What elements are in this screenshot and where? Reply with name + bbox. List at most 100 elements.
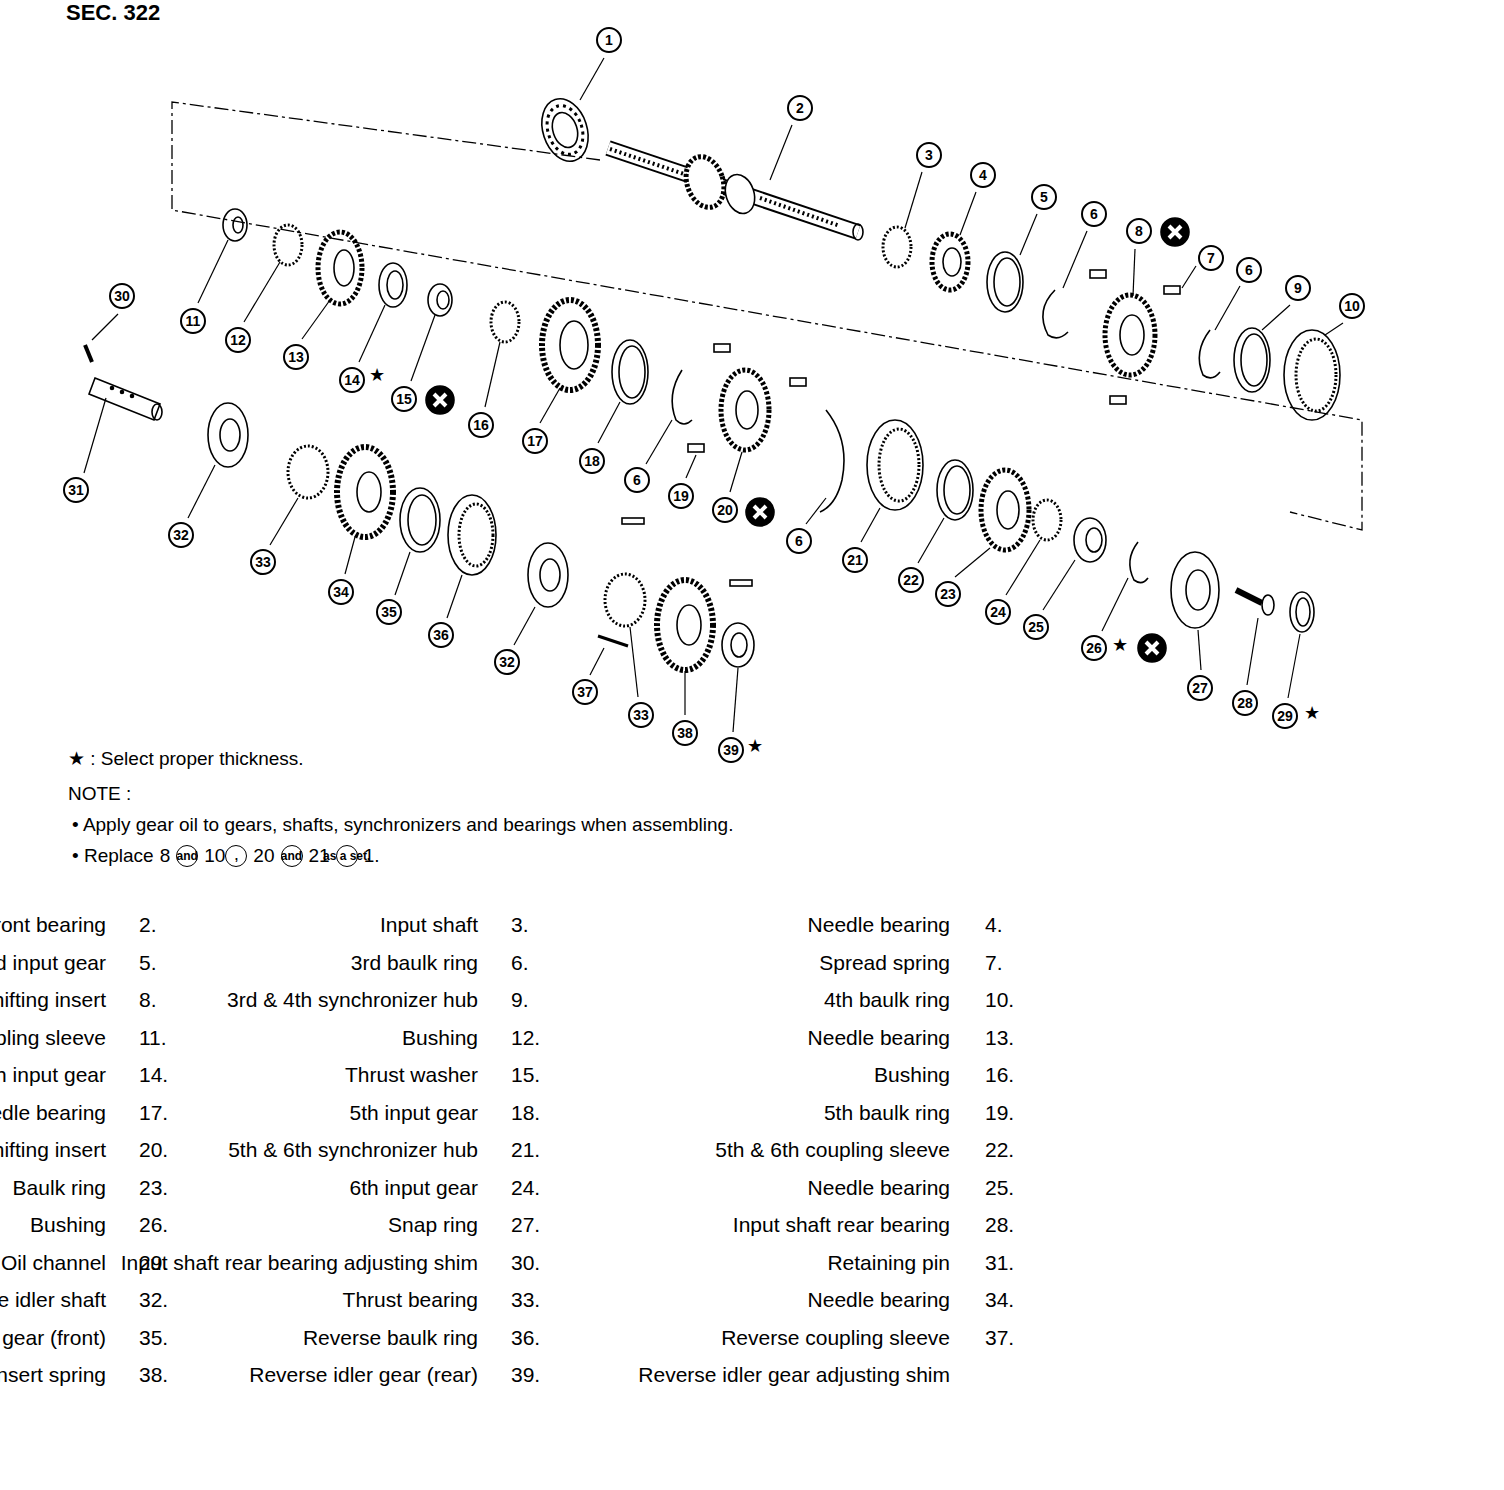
part-name: 34.	[985, 1288, 1014, 1312]
callout-number: 18	[579, 448, 605, 474]
part-name: 24.	[511, 1176, 540, 1200]
callout-number: 24	[985, 599, 1011, 625]
callout-number: 7	[1198, 245, 1224, 271]
callout-number: 36	[428, 622, 454, 648]
part-name: 35.	[139, 1326, 168, 1350]
callout-number: 5	[1031, 184, 1057, 210]
callout-number: 6	[1081, 201, 1107, 227]
callout-number: 34	[328, 579, 354, 605]
part-name: 31.	[985, 1251, 1014, 1275]
circled-number: as a set.	[336, 845, 358, 867]
callout-number: 39	[718, 737, 744, 763]
part-number: Bushing	[402, 1026, 478, 1050]
part-number: Reverse idler shaft	[0, 1288, 106, 1312]
part-name: 20.	[139, 1138, 168, 1162]
callout-number: 32	[168, 522, 194, 548]
part-name: 3.	[511, 913, 529, 937]
part-number: Needle bearing	[808, 1026, 950, 1050]
callout-number: 21	[842, 547, 868, 573]
part-name: 16.	[985, 1063, 1014, 1087]
parts-row-2	[223, 209, 1314, 632]
callout-number: 31	[63, 477, 89, 503]
part-name: 2.	[139, 913, 157, 937]
part-number: 3rd & 4th synchronizer hub	[227, 988, 478, 1012]
part-name: 22.	[985, 1138, 1014, 1162]
callout-number: 32	[494, 649, 520, 675]
part-number: Snap ring	[388, 1213, 478, 1237]
part-name: 38.	[139, 1363, 168, 1387]
note-row: • Replace8and10,20and21as a set.1.	[72, 845, 380, 867]
section-title: SEC. 322	[66, 0, 160, 25]
callout-number: 12	[225, 327, 251, 353]
part-number: Input shaft rear bearing	[733, 1213, 950, 1237]
callout-number: 19	[668, 483, 694, 509]
replace-marks	[426, 218, 1189, 662]
part-number: Reverse idler gear (rear)	[249, 1363, 478, 1387]
part-name: 25.	[985, 1176, 1014, 1200]
callout-number: 10	[1339, 293, 1365, 319]
callout-number: 9	[1285, 275, 1311, 301]
callout-number: 33	[628, 702, 654, 728]
part-number: Input shaft front bearing	[0, 913, 106, 937]
part-name: 18.	[511, 1101, 540, 1125]
part-number: Retaining pin	[827, 1251, 950, 1275]
callout-number: 16	[468, 412, 494, 438]
part-number: Needle bearing	[808, 913, 950, 937]
part-number: Baulk ring	[13, 1176, 106, 1200]
part-number: 3rd & 4th coupling sleeve	[0, 1026, 106, 1050]
part-number: 6th input gear	[350, 1176, 478, 1200]
thickness-star: ★	[369, 365, 385, 386]
callout-number: 27	[1187, 675, 1213, 701]
part-name: 13.	[985, 1026, 1014, 1050]
part-number: Oil channel	[1, 1251, 106, 1275]
callout-number: 22	[898, 567, 924, 593]
part-number: Reverse idler gear (front)	[0, 1326, 106, 1350]
note-text: • Apply gear oil to gears, shafts, synch…	[72, 814, 733, 836]
callout-number: 37	[572, 679, 598, 705]
part-name: 19.	[985, 1101, 1014, 1125]
part-name: 11.	[139, 1026, 167, 1050]
part-number: Reverse baulk ring	[303, 1326, 478, 1350]
part-name: 7.	[985, 951, 1003, 975]
part-number: Thrust bearing	[343, 1288, 478, 1312]
part-number: 3rd & 4th shifting insert	[0, 988, 106, 1012]
part-name: 30.	[511, 1251, 540, 1275]
dash-dot-frame	[172, 102, 1362, 530]
part-number: Input shaft	[380, 913, 478, 937]
part-number: Needle bearing	[0, 1101, 106, 1125]
callout-number: 1	[596, 27, 622, 53]
part-name: 15.	[511, 1063, 540, 1087]
callout-number: 4	[970, 162, 996, 188]
callout-number: 13	[283, 344, 309, 370]
callout-number: 29	[1272, 703, 1298, 729]
callout-number: 11	[180, 308, 206, 334]
callout-number: 20	[712, 497, 738, 523]
note-text: NOTE :	[68, 783, 131, 805]
note-text: • Replace	[72, 845, 154, 867]
part-name: 32.	[139, 1288, 168, 1312]
part-name: 36.	[511, 1326, 540, 1350]
note-text: 21	[309, 845, 330, 867]
callout-number: 3	[916, 142, 942, 168]
part-number: Bushing	[874, 1063, 950, 1087]
part-number: 5th & 6th shifting insert	[0, 1138, 106, 1162]
callout-number: 17	[522, 428, 548, 454]
part-number: Thrust washer	[345, 1063, 478, 1087]
part-number: 4th baulk ring	[824, 988, 950, 1012]
note-text: ★ : Select proper thickness.	[68, 748, 304, 770]
part-name: 37.	[985, 1326, 1014, 1350]
part-number: Reverse idler gear adjusting shim	[638, 1363, 950, 1387]
part-name: 6.	[511, 951, 529, 975]
part-number: Needle bearing	[808, 1176, 950, 1200]
parts-row-3	[85, 345, 754, 670]
part-name: 28.	[985, 1213, 1014, 1237]
part-name: 4.	[985, 913, 1003, 937]
part-number: 5th baulk ring	[824, 1101, 950, 1125]
callout-number: 6	[1236, 257, 1262, 283]
callout-number: 23	[935, 581, 961, 607]
callout-number: 30	[109, 283, 135, 309]
part-number: Needle bearing	[808, 1288, 950, 1312]
note-text: 20	[253, 845, 274, 867]
part-number: Input shaft rear bearing adjusting shim	[121, 1251, 478, 1275]
callout-number: 28	[1232, 690, 1258, 716]
